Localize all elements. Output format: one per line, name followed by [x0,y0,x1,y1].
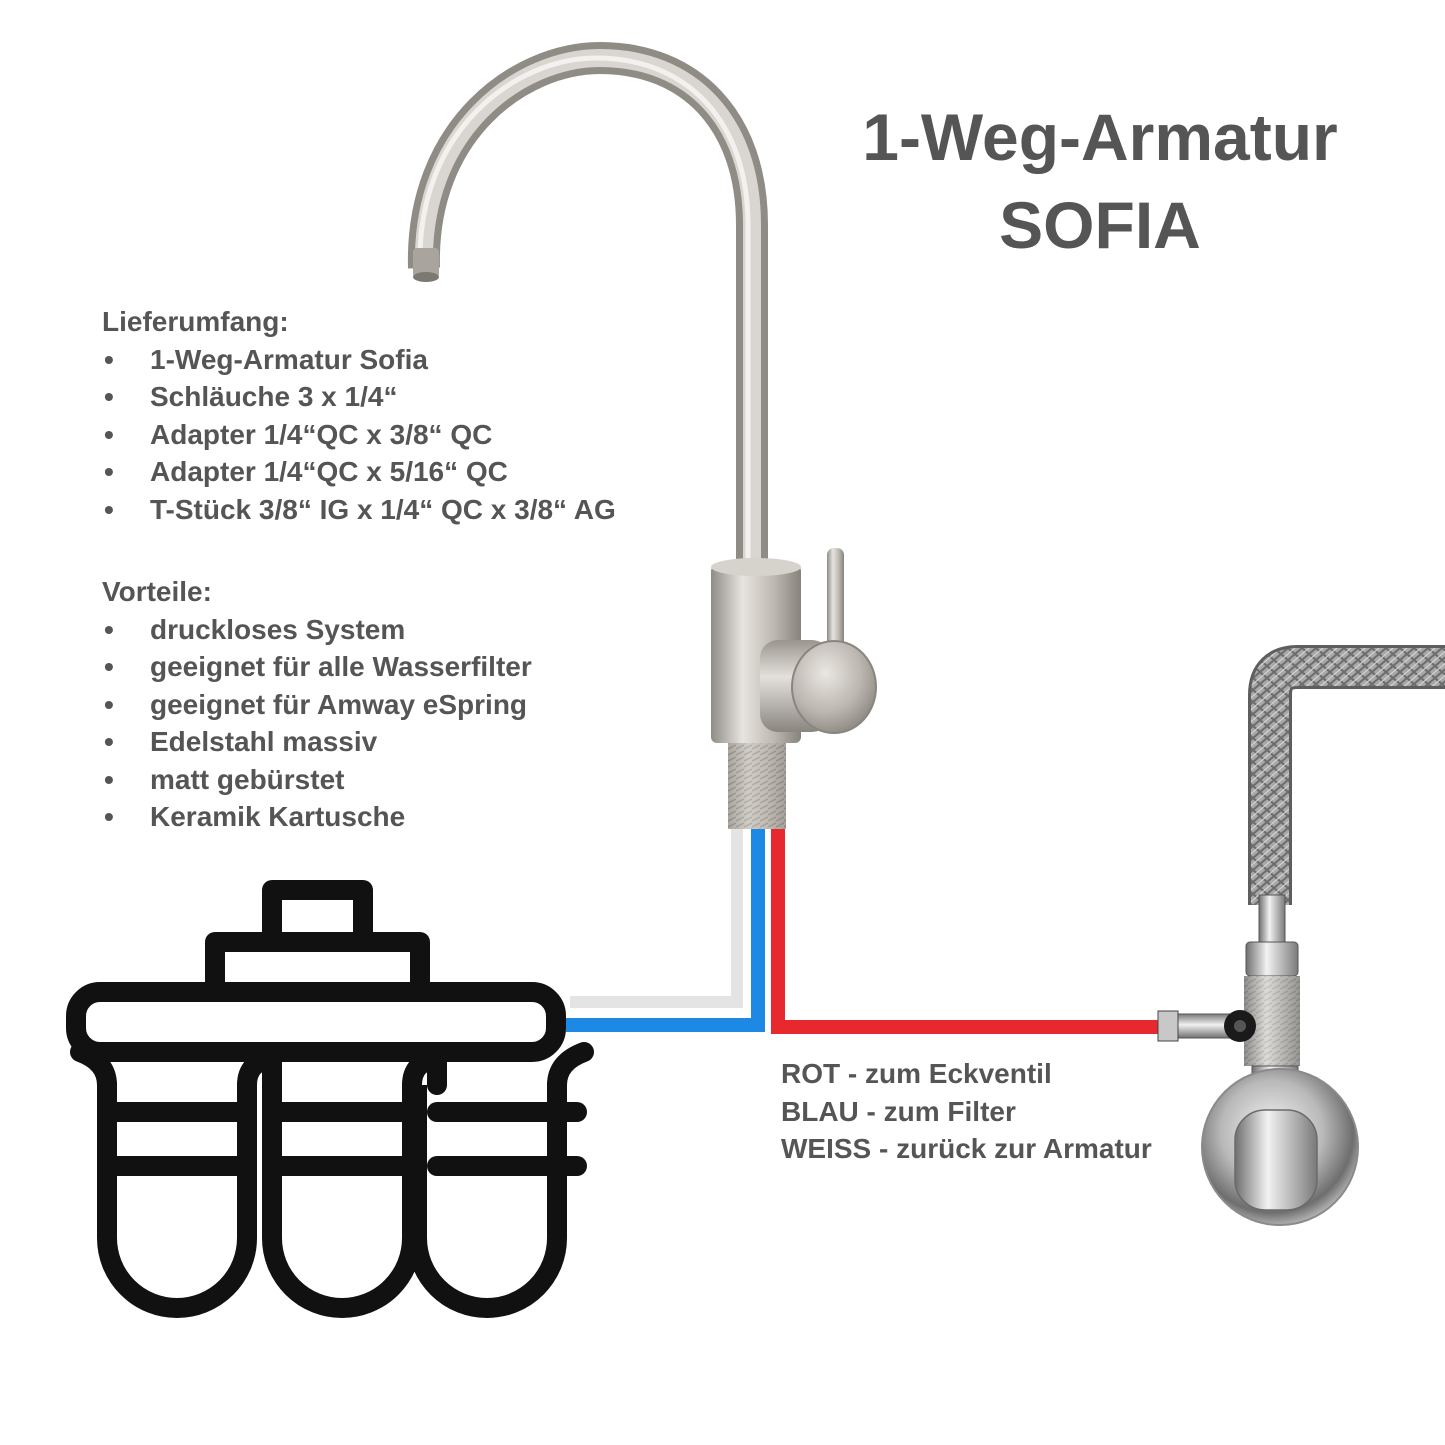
list-item-text: Adapter 1/4“QC x 5/16“ QC [150,456,508,487]
list-item-text: Schläuche 3 x 1/4“ [150,381,398,412]
legend-blue: BLAU - zum Filter [781,1095,1016,1127]
page-title-line-2: SOFIA [999,188,1201,262]
bullet: • [104,801,114,832]
legend-red: ROT - zum Eckventil [781,1058,1052,1089]
faucet-icon [407,41,877,829]
bullet: • [104,456,114,487]
list-item: • Keramik Kartusche [102,798,532,836]
benefits: Vorteile: • druckloses System • geeignet f… [102,573,532,836]
hose-color-legend: ROT - zum Eckventil BLAU - zum Filter WE… [781,1055,1152,1168]
hose-red [771,828,1160,1034]
scope-of-delivery: Lieferumfang: • 1-Weg-Armatur Sofia • Schl… [102,303,616,528]
list-item: • geeignet für alle Wasserfilter [102,648,532,686]
list-item: • Schläuche 3 x 1/4“ [102,378,616,416]
list-item-text: Edelstahl massiv [150,726,378,757]
bullet: • [104,418,114,450]
legend-white: WEISS - zurück zur Armatur [781,1133,1152,1164]
list-item: • matt gebürstet [102,761,532,799]
filter-icon [66,880,594,1318]
benefits-list: • druckloses System • geeignet für alle Wa… [102,611,532,836]
page-title-line-1: 1-Weg-Armatur [862,100,1338,174]
scope-heading: Lieferumfang: [102,306,289,337]
list-item-text: T-Stück 3/8“ IG x 1/4“ QC x 3/8“ AG [150,493,616,525]
angle-valve-icon [1157,645,1445,1226]
list-item-text: geeignet für alle Wasserfilter [150,651,532,682]
bullet: • [104,613,114,645]
bullet: • [104,381,114,412]
list-item: • Adapter 1/4“QC x 3/8“ QC [102,416,616,454]
list-item: • Adapter 1/4“QC x 5/16“ QC [102,453,616,491]
list-item-text: 1-Weg-Armatur Sofia [150,343,428,375]
list-item: • druckloses System [102,611,532,649]
list-item-text: Adapter 1/4“QC x 3/8“ QC [150,418,493,450]
list-item: • Edelstahl massiv [102,723,532,761]
bullet: • [104,343,114,375]
bullet: • [104,493,114,525]
hose-white [570,828,743,1008]
list-item-text: druckloses System [150,613,406,645]
list-item-text: Keramik Kartusche [150,801,406,832]
bullet: • [104,651,114,682]
list-item-text: geeignet für Amway eSpring [150,688,528,720]
list-item-text: matt gebürstet [150,763,345,795]
bullet: • [104,726,114,757]
list-item: • T-Stück 3/8“ IG x 1/4“ QC x 3/8“ AG [102,491,616,529]
bullet: • [104,763,114,795]
hose-blue [566,828,765,1032]
list-item: • geeignet für Amway eSpring [102,686,532,724]
benefits-heading: Vorteile: [102,576,212,607]
list-item: • 1-Weg-Armatur Sofia [102,341,616,379]
bullet: • [104,688,114,720]
scope-list: • 1-Weg-Armatur Sofia • Schläuche 3 x 1/4“… [102,341,616,529]
